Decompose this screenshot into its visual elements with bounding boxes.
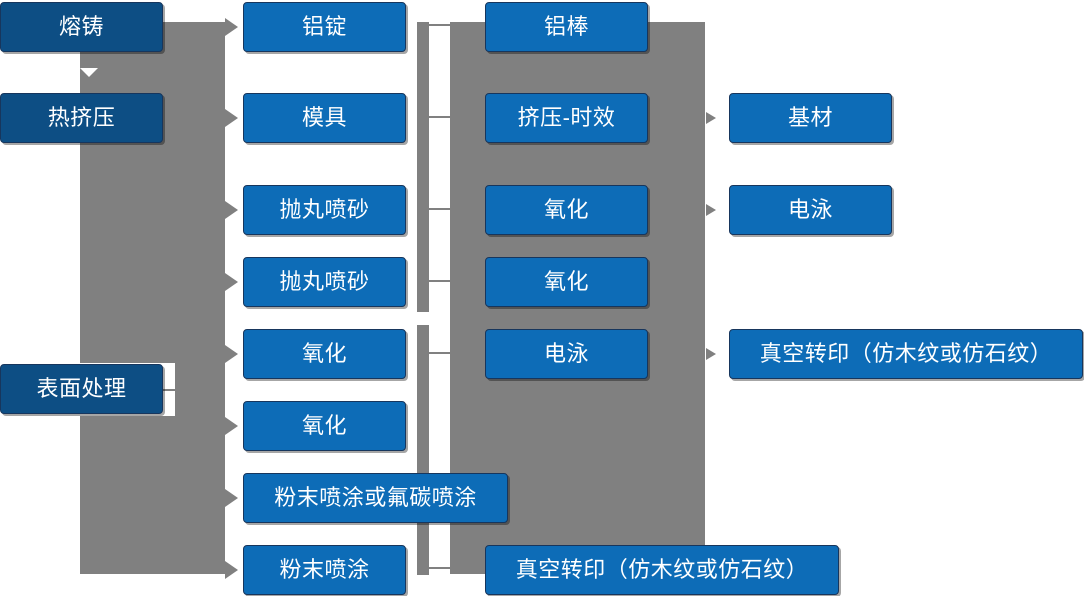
process-box-oxidation-1[interactable]: 氧化 — [485, 185, 648, 235]
arrow-to-out-electrophoresis — [706, 204, 716, 216]
material-box-aluminum-ingot[interactable]: 铝锭 — [243, 2, 406, 52]
process-box-electrophoresis[interactable]: 电泳 — [485, 329, 648, 379]
connector-bar-materials-to-processes-upper — [417, 22, 429, 312]
process-box-vacuum-transfer[interactable]: 真空转印（仿木纹或仿石纹） — [485, 545, 839, 595]
material-label-oxidation-1: 氧化 — [301, 340, 347, 366]
tie-line-proc-oxidation-2 — [429, 280, 451, 282]
arrow-to-out-base-material — [706, 112, 716, 124]
stage-box-melt-cast[interactable]: 熔铸 — [0, 2, 163, 52]
material-box-shot-blast-1[interactable]: 抛丸喷砂 — [243, 185, 406, 235]
tie-line-proc-oxidation-1 — [429, 208, 451, 210]
material-label-mold: 模具 — [301, 104, 347, 130]
material-box-powder-or-fluorocarbon[interactable]: 粉末喷涂或氟碳喷涂 — [243, 473, 508, 523]
arrow-to-mat-powder-or-fluorocarbon — [225, 489, 238, 507]
arrow-to-mat-oxidation-2 — [225, 417, 238, 435]
output-box-base-material[interactable]: 基材 — [729, 93, 892, 143]
material-label-powder-or-fluorocarbon: 粉末喷涂或氟碳喷涂 — [274, 484, 477, 510]
tie-line-proc-extrusion-aging — [429, 116, 451, 118]
material-box-oxidation-1[interactable]: 氧化 — [243, 329, 406, 379]
material-label-shot-blast-2: 抛丸喷砂 — [279, 268, 370, 294]
stage-label-melt-cast: 熔铸 — [58, 13, 104, 39]
stage-box-hot-extrusion[interactable]: 热挤压 — [0, 93, 163, 143]
process-label-oxidation-1: 氧化 — [543, 196, 589, 222]
process-label-oxidation-2: 氧化 — [543, 268, 589, 294]
tie-line-proc-aluminum-bar — [429, 24, 451, 26]
connector-line-surface-treatment — [163, 389, 187, 391]
stage-label-hot-extrusion: 热挤压 — [47, 104, 116, 130]
process-label-extrusion-aging: 挤压-时效 — [517, 104, 616, 130]
arrow-to-mat-oxidation-1 — [225, 345, 238, 363]
process-box-extrusion-aging[interactable]: 挤压-时效 — [485, 93, 648, 143]
process-label-aluminum-bar: 铝棒 — [543, 13, 589, 39]
output-label-electrophoresis: 电泳 — [787, 196, 833, 222]
output-box-vacuum-transfer[interactable]: 真空转印（仿木纹或仿石纹） — [729, 329, 1083, 379]
material-label-oxidation-2: 氧化 — [301, 412, 347, 438]
output-label-vacuum-transfer: 真空转印（仿木纹或仿石纹） — [759, 340, 1053, 366]
arrow-to-mat-powder-coating — [225, 561, 238, 579]
material-box-oxidation-2[interactable]: 氧化 — [243, 401, 406, 451]
output-label-base-material: 基材 — [787, 104, 833, 130]
tie-line-proc-vacuum-transfer — [429, 567, 451, 569]
process-box-oxidation-2[interactable]: 氧化 — [485, 257, 648, 307]
material-label-shot-blast-1: 抛丸喷砂 — [279, 196, 370, 222]
process-label-vacuum-transfer: 真空转印（仿木纹或仿石纹） — [515, 556, 809, 582]
connector-notch-melt-to-extrusion — [80, 68, 98, 77]
material-label-aluminum-ingot: 铝锭 — [301, 13, 347, 39]
arrow-to-mat-mold — [225, 109, 238, 127]
material-box-shot-blast-2[interactable]: 抛丸喷砂 — [243, 257, 406, 307]
tie-line-proc-electrophoresis — [429, 352, 451, 354]
output-box-electrophoresis[interactable]: 电泳 — [729, 185, 892, 235]
stage-label-surface-treatment: 表面处理 — [36, 375, 127, 401]
arrow-to-mat-shot-blast-1 — [225, 201, 238, 219]
material-box-powder-coating[interactable]: 粉末喷涂 — [243, 545, 406, 595]
arrow-to-mat-aluminum-ingot — [225, 18, 238, 36]
process-box-aluminum-bar[interactable]: 铝棒 — [485, 2, 648, 52]
stage-box-surface-treatment[interactable]: 表面处理 — [0, 364, 163, 414]
process-label-electrophoresis: 电泳 — [543, 340, 589, 366]
arrow-to-out-vacuum-transfer — [706, 348, 716, 360]
material-box-mold[interactable]: 模具 — [243, 93, 406, 143]
connector-bar-materials-to-processes-lower — [417, 325, 429, 575]
material-label-powder-coating: 粉末喷涂 — [279, 556, 370, 582]
arrow-to-mat-shot-blast-2 — [225, 273, 238, 291]
